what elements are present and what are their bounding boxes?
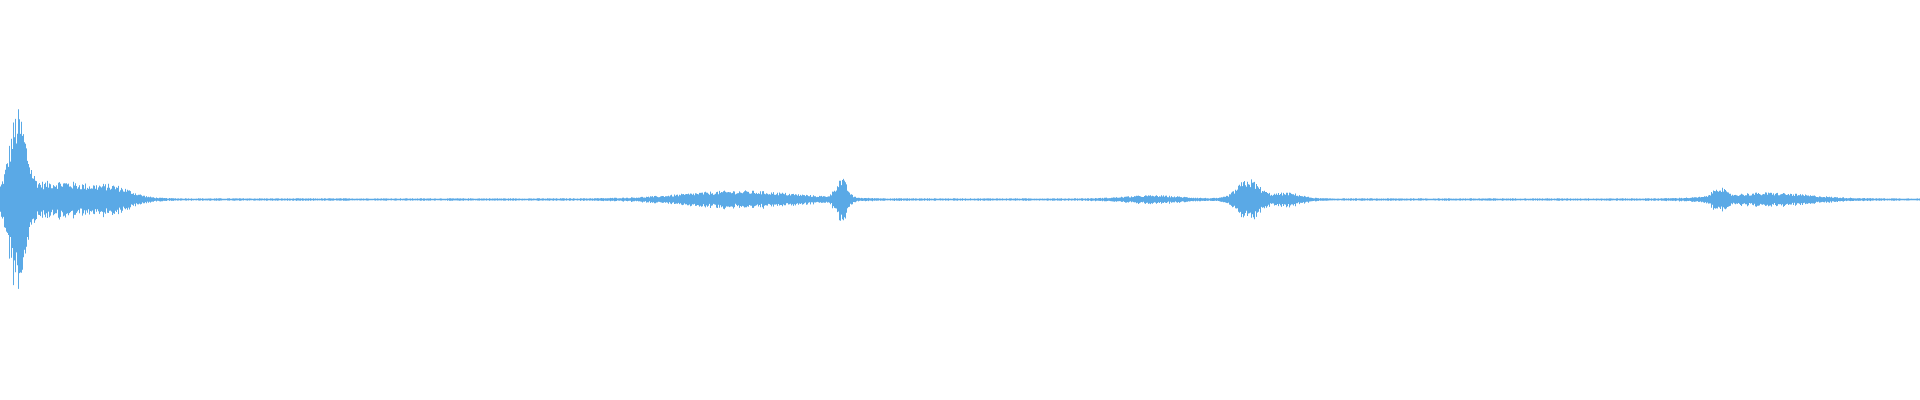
waveform-samples (0, 109, 1920, 289)
waveform-path (0, 109, 1920, 289)
